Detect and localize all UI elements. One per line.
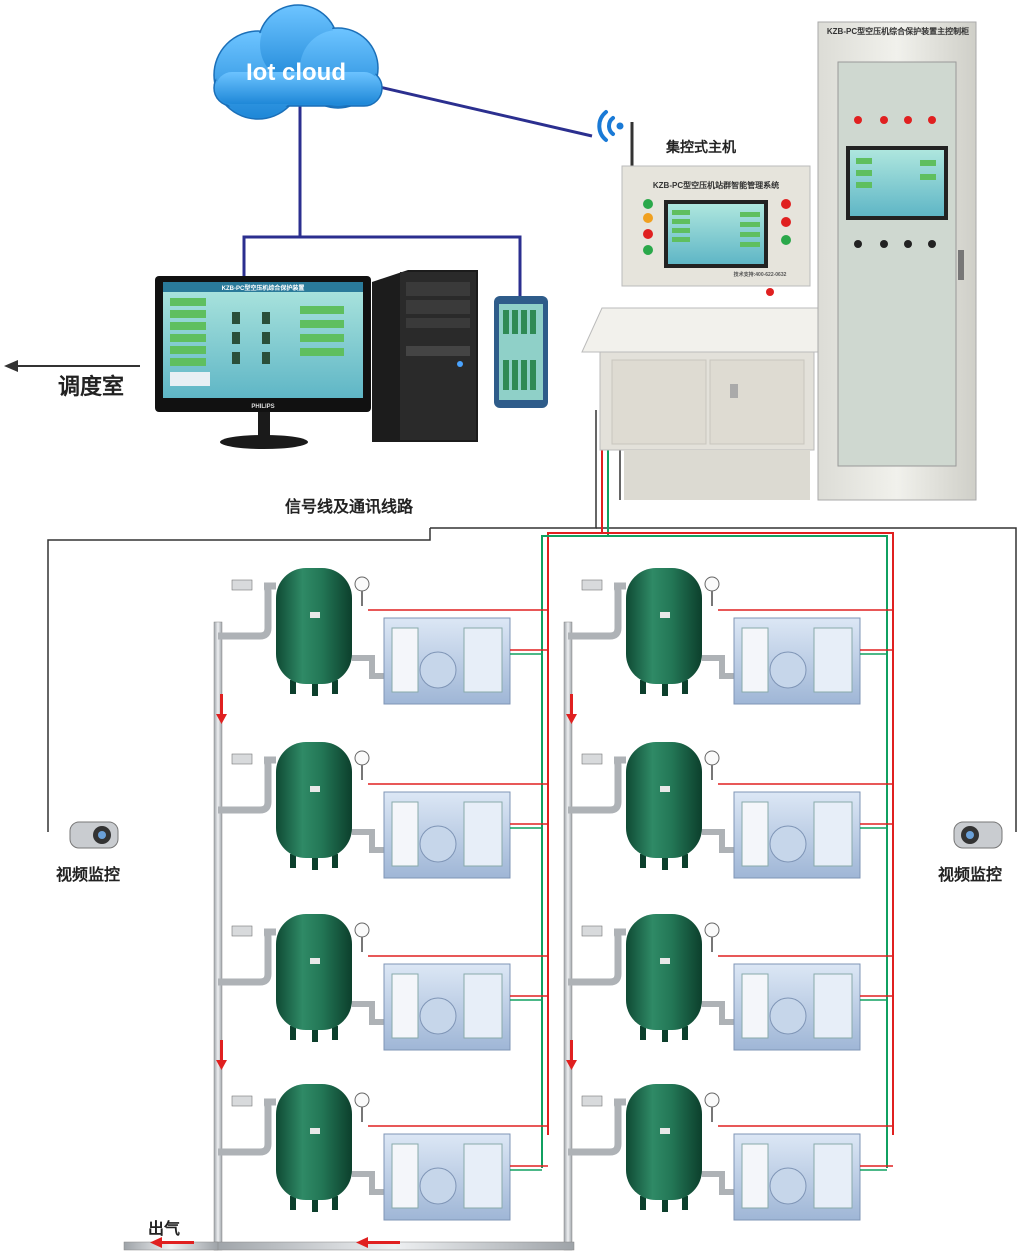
dispatch-monitor: KZB-PC型空压机综合保护装置 PHILIPS <box>155 276 371 449</box>
valve-icon <box>581 925 603 937</box>
tank-tag <box>310 786 320 792</box>
flow-arrow <box>220 1040 223 1062</box>
camera-left-icon <box>69 821 119 849</box>
tank-compressor-unit <box>568 742 893 879</box>
compressor-pipe <box>702 1171 734 1195</box>
connector-pipe <box>568 756 626 814</box>
camera-left-label: 视频监控 <box>56 865 120 884</box>
air-tank <box>276 1084 352 1200</box>
flow-arrow <box>570 1040 573 1062</box>
flow-arrow <box>216 1060 227 1070</box>
compressor-pipe <box>702 655 734 679</box>
outlet-arrows <box>150 1237 400 1248</box>
compressor-units <box>213 568 893 1251</box>
air-tank <box>626 914 702 1030</box>
console-label: 集控式主机 <box>665 139 736 155</box>
air-tank <box>626 742 702 858</box>
connector-pipe <box>568 1098 626 1156</box>
main-control-cabinet: KZB-PC型空压机综合保护装置主控制柜 <box>817 21 977 501</box>
valve-icon <box>231 753 253 765</box>
tank-tag <box>310 958 320 964</box>
indicator-red-icon <box>643 229 653 239</box>
outlet-label: 出气 <box>148 1219 180 1238</box>
valve-icon <box>581 753 603 765</box>
compressor-pipe <box>352 1001 384 1025</box>
tank-compressor-unit <box>218 568 548 705</box>
wifi-signal-icon <box>597 110 624 142</box>
control-wires <box>541 408 894 1168</box>
tank-compressor-unit <box>568 1084 893 1221</box>
camera-right-label: 视频监控 <box>938 865 1002 884</box>
gauge-icon <box>704 576 720 592</box>
tank-compressor-unit <box>218 1084 548 1221</box>
camera-right-icon <box>953 821 1003 849</box>
tank-tag <box>660 958 670 964</box>
air-tank <box>626 1084 702 1200</box>
pc-tower <box>372 270 478 442</box>
cabinet-label: KZB-PC型空压机综合保护装置主控制柜 <box>827 26 969 36</box>
flow-arrow <box>570 694 573 716</box>
network-lines <box>242 84 593 296</box>
tank-tag <box>310 612 320 618</box>
valve-icon <box>581 579 603 591</box>
compressor-pipe <box>702 829 734 853</box>
flow-arrow <box>566 714 577 724</box>
tank-compressor-unit <box>218 914 548 1051</box>
valve-icon <box>231 925 253 937</box>
iot-cloud: Iot cloud <box>213 4 383 120</box>
air-tank <box>276 742 352 858</box>
tank-compressor-unit <box>568 914 893 1051</box>
indicator-green-icon <box>643 199 653 209</box>
connector-pipe <box>218 582 276 640</box>
compressor-pipe <box>352 655 384 679</box>
connector-pipe <box>218 1098 276 1156</box>
indicator-orange-icon <box>643 213 653 223</box>
air-tank <box>276 914 352 1030</box>
air-tank <box>626 568 702 684</box>
connector-pipe <box>568 582 626 640</box>
dispatch-arrow <box>4 360 140 372</box>
tank-tag <box>660 1128 670 1134</box>
monitor-brand: PHILIPS <box>251 404 274 410</box>
gauge-icon <box>704 922 720 938</box>
signal-bus <box>47 410 1017 832</box>
flow-arrow <box>216 714 227 724</box>
signal-line-label: 信号线及通讯线路 <box>285 497 414 516</box>
flow-arrow <box>566 1060 577 1070</box>
valve-icon <box>231 1095 253 1107</box>
gauge-icon <box>354 750 370 766</box>
connector-pipe <box>218 756 276 814</box>
gauge-icon <box>354 1092 370 1108</box>
valve-icon <box>231 579 253 591</box>
gauge-icon <box>354 922 370 938</box>
flow-arrow <box>220 694 223 716</box>
console-screen-title: KZB-PC型空压机站群智能管理系统 <box>653 180 779 190</box>
tablet-device <box>494 296 548 408</box>
gauge-icon <box>354 576 370 592</box>
tank-tag <box>310 1128 320 1134</box>
compressor-pipe <box>352 1171 384 1195</box>
dispatch-label: 调度室 <box>58 374 124 399</box>
control-console: KZB-PC型空压机站群智能管理系统 技术支持:400-622-0632 <box>581 165 853 500</box>
dispatch-screen-title: KZB-PC型空压机综合保护装置 <box>222 284 305 292</box>
tank-tag <box>660 786 670 792</box>
valve-icon <box>581 1095 603 1107</box>
connector-pipe <box>568 928 626 986</box>
tank-compressor-unit <box>218 742 548 879</box>
tank-tag <box>660 612 670 618</box>
air-tank <box>276 568 352 684</box>
tank-compressor-unit <box>568 568 893 705</box>
console-footer: 技术支持:400-622-0632 <box>734 271 787 278</box>
cloud-label: Iot cloud <box>246 59 346 86</box>
compressor-pipe <box>702 1001 734 1025</box>
compressor-pipe <box>352 829 384 853</box>
connector-pipe <box>218 928 276 986</box>
gauge-icon <box>704 750 720 766</box>
gauge-icon <box>704 1092 720 1108</box>
